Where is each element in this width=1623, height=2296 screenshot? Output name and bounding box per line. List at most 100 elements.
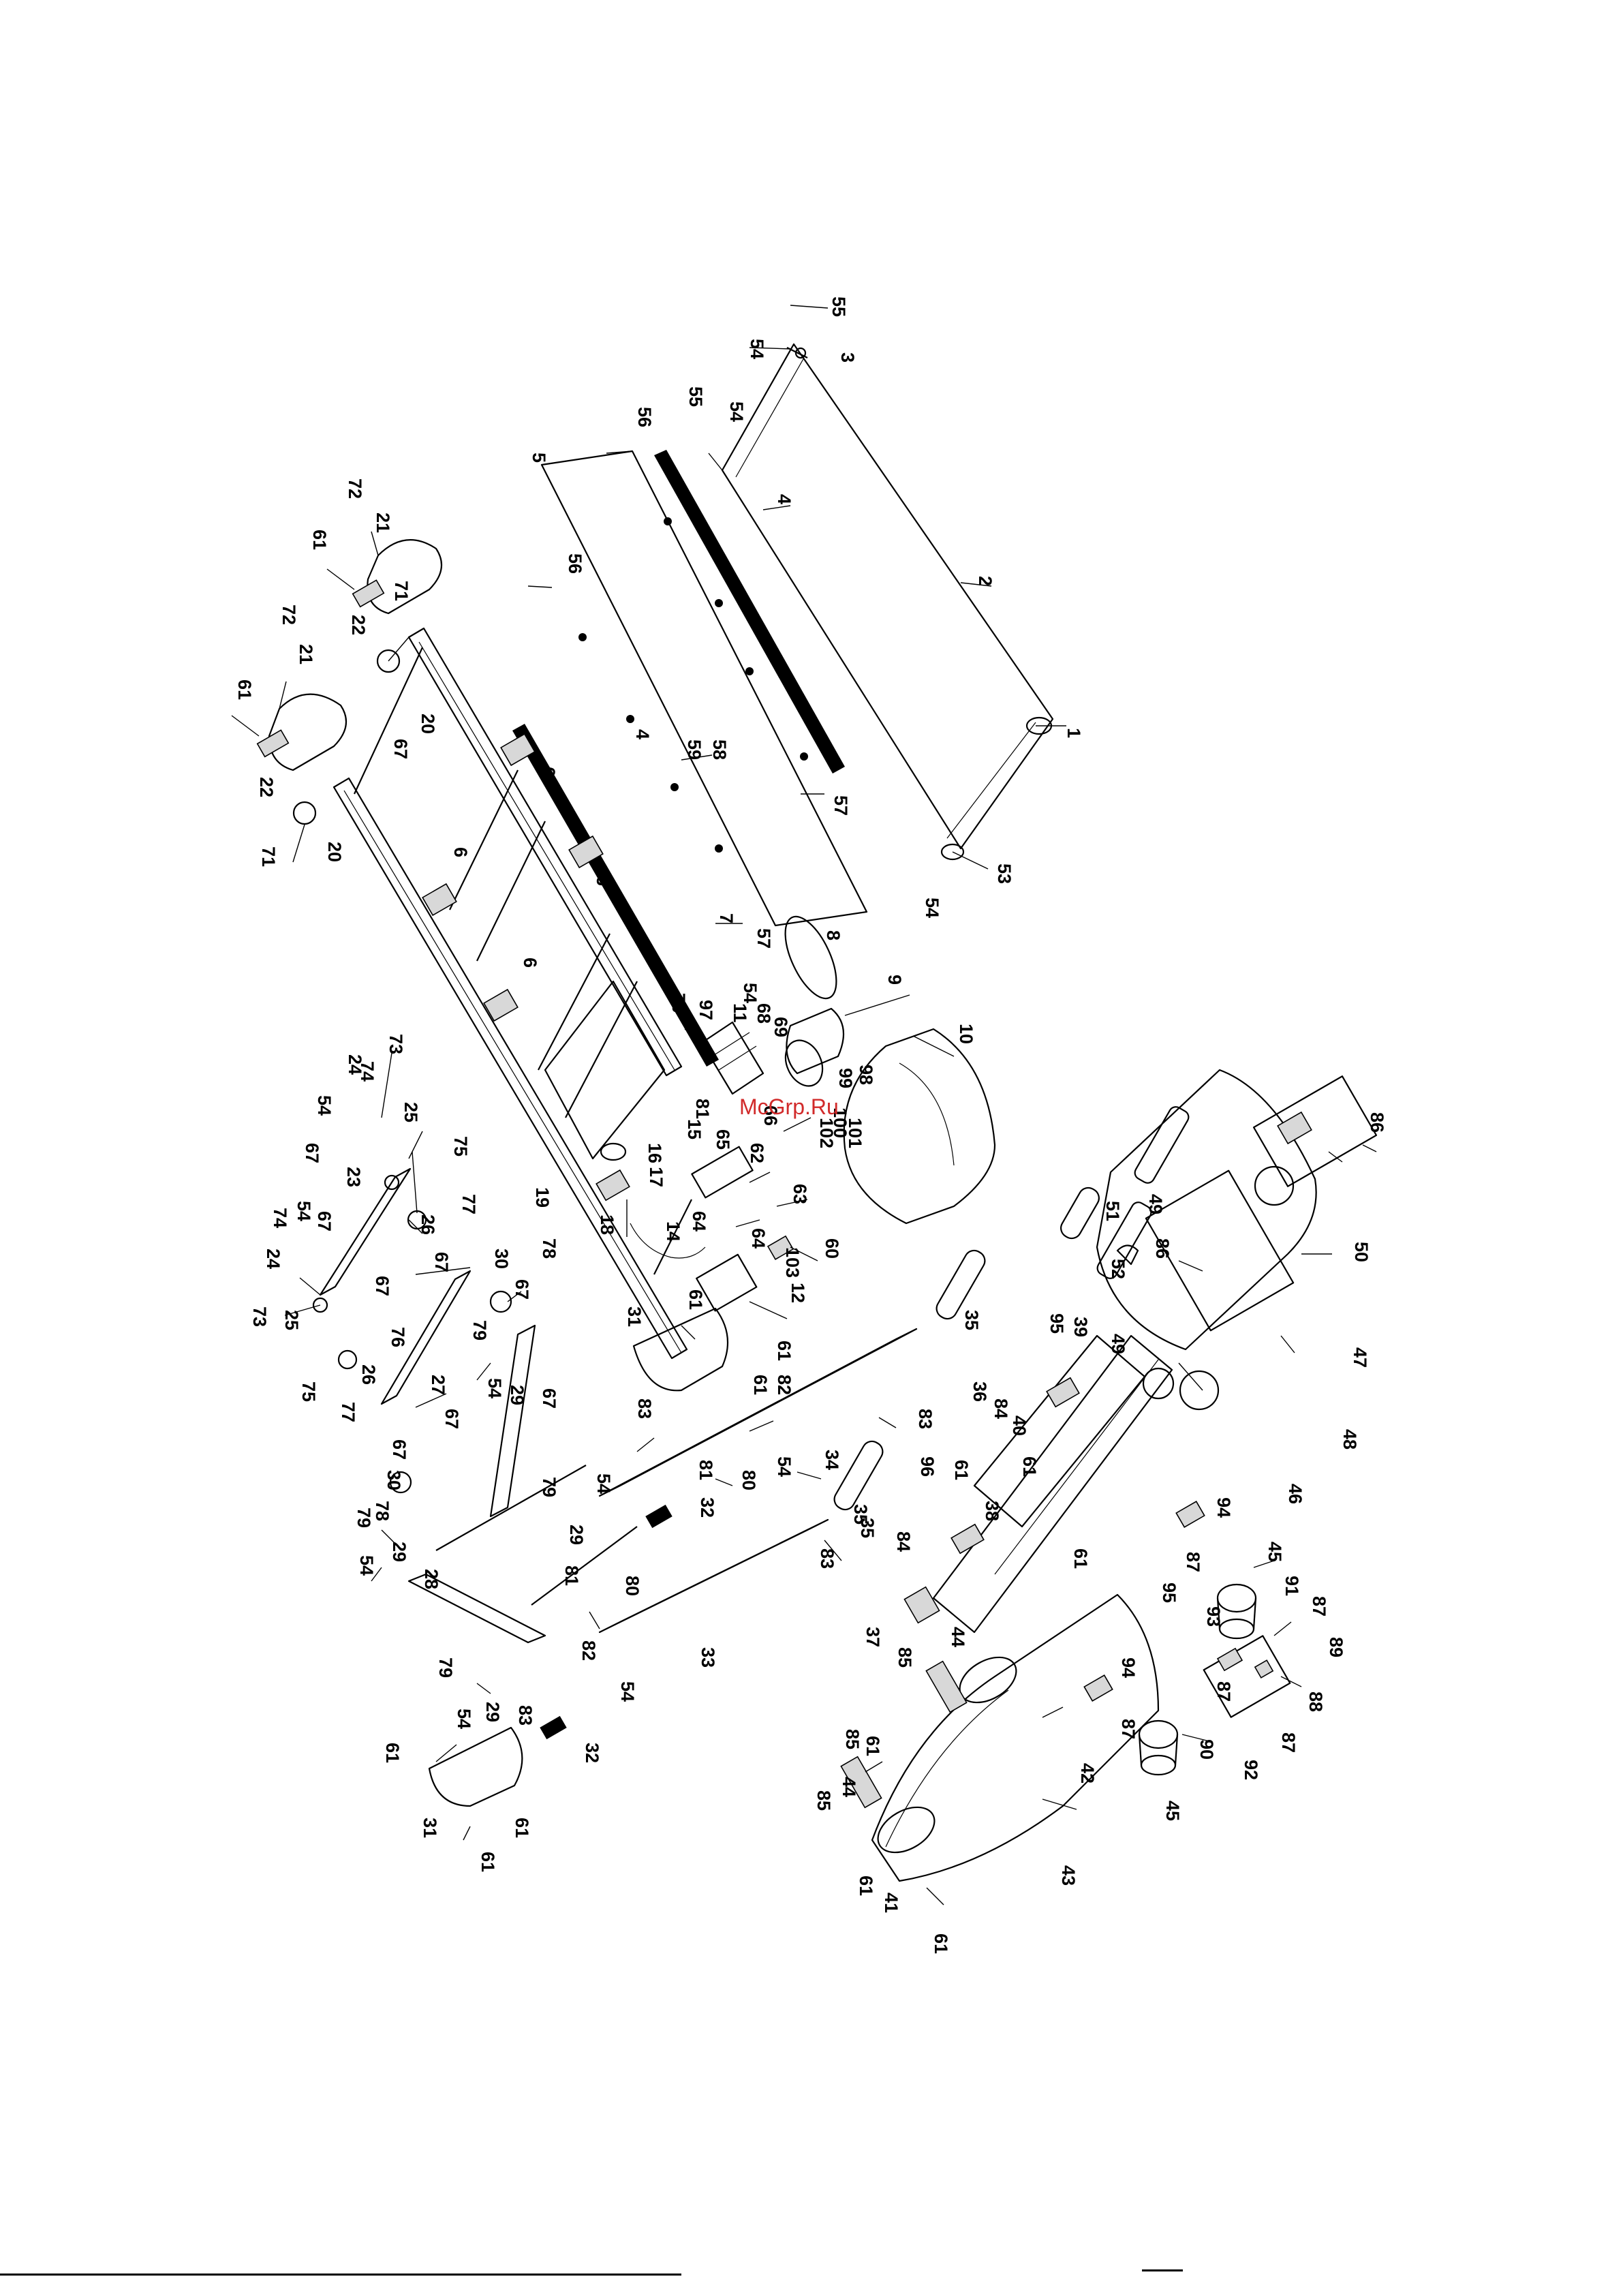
label-69: 69 <box>771 1017 791 1037</box>
footer-mark <box>1142 2269 1183 2271</box>
label-1: 1 <box>1064 728 1084 738</box>
label-89: 89 <box>1326 1637 1346 1657</box>
label-54: 54 <box>593 1473 614 1494</box>
label-77: 77 <box>459 1194 479 1214</box>
label-76: 76 <box>388 1327 408 1347</box>
label-10: 10 <box>956 1024 976 1044</box>
label-73: 73 <box>249 1306 270 1327</box>
label-75: 75 <box>298 1381 319 1402</box>
label-54: 54 <box>740 983 760 1003</box>
label-32: 32 <box>582 1743 602 1763</box>
base-frame <box>312 1167 918 1807</box>
label-54: 54 <box>356 1555 377 1576</box>
label-40: 40 <box>1009 1415 1030 1436</box>
label-85: 85 <box>814 1790 834 1811</box>
label-50: 50 <box>1351 1242 1372 1262</box>
label-93: 93 <box>1203 1606 1224 1627</box>
label-33: 33 <box>698 1647 718 1668</box>
label-34: 34 <box>822 1450 842 1470</box>
label-60: 60 <box>822 1238 842 1259</box>
label-44: 44 <box>948 1627 968 1647</box>
label-56: 56 <box>565 553 585 574</box>
label-66: 66 <box>760 1105 781 1126</box>
label-85: 85 <box>842 1729 863 1749</box>
label-54: 54 <box>294 1201 314 1221</box>
label-18: 18 <box>597 1214 617 1235</box>
label-62: 62 <box>747 1143 767 1163</box>
label-67: 67 <box>314 1211 335 1231</box>
label-53: 53 <box>994 863 1015 884</box>
label-37: 37 <box>863 1627 883 1647</box>
label-61: 61 <box>774 1341 794 1361</box>
label-25: 25 <box>281 1310 302 1330</box>
label-21: 21 <box>296 644 316 664</box>
label-56: 56 <box>634 407 655 427</box>
label-61: 61 <box>685 1289 706 1310</box>
label-54: 54 <box>314 1095 335 1116</box>
label-32: 32 <box>697 1497 717 1518</box>
label-49: 49 <box>1145 1194 1166 1214</box>
label-24: 24 <box>263 1249 283 1269</box>
label-35: 35 <box>857 1518 878 1538</box>
label-35: 35 <box>961 1310 982 1330</box>
label-87: 87 <box>1118 1719 1139 1739</box>
label-39: 39 <box>1070 1317 1091 1337</box>
label-30: 30 <box>491 1249 512 1269</box>
label-77: 77 <box>338 1402 358 1422</box>
motor-assembly <box>596 915 845 1312</box>
rear-end-caps <box>256 539 443 771</box>
label-79: 79 <box>354 1507 374 1528</box>
label-54: 54 <box>454 1709 474 1729</box>
label-61: 61 <box>951 1460 972 1480</box>
main-frame <box>292 627 692 1360</box>
label-61: 61 <box>309 530 330 550</box>
label-6: 6 <box>450 847 471 857</box>
label-86: 86 <box>1152 1238 1173 1259</box>
label-29: 29 <box>482 1702 503 1722</box>
label-75: 75 <box>450 1136 471 1157</box>
label-81: 81 <box>561 1565 582 1586</box>
label-48: 48 <box>1340 1429 1360 1450</box>
label-71: 71 <box>258 846 279 867</box>
label-49: 49 <box>1108 1334 1128 1354</box>
label-61: 61 <box>856 1876 876 1896</box>
label-80: 80 <box>622 1576 643 1596</box>
label-58: 58 <box>709 739 730 760</box>
label-2: 2 <box>975 576 995 586</box>
label-54: 54 <box>774 1456 794 1477</box>
label-19: 19 <box>532 1187 553 1208</box>
label-26: 26 <box>418 1214 438 1235</box>
label-83: 83 <box>634 1398 655 1419</box>
label-27: 27 <box>428 1375 448 1395</box>
label-98: 98 <box>856 1065 876 1085</box>
label-83: 83 <box>515 1705 536 1726</box>
label-30: 30 <box>384 1470 404 1490</box>
label-26: 26 <box>358 1364 379 1385</box>
label-25: 25 <box>401 1102 421 1122</box>
label-70: 70 <box>668 993 689 1013</box>
label-61: 61 <box>478 1852 498 1872</box>
label-67: 67 <box>539 1388 559 1409</box>
label-79: 79 <box>435 1657 456 1678</box>
label-61: 61 <box>1070 1548 1091 1569</box>
label-29: 29 <box>389 1542 409 1562</box>
label-29: 29 <box>566 1525 587 1545</box>
label-3: 3 <box>837 352 858 363</box>
motor-hood <box>843 1028 996 1225</box>
label-67: 67 <box>389 1439 409 1460</box>
label-29: 29 <box>507 1385 527 1405</box>
label-64: 64 <box>689 1211 709 1231</box>
leader-lines <box>231 305 1377 1905</box>
label-28: 28 <box>421 1569 442 1589</box>
label-63: 63 <box>790 1184 810 1204</box>
label-94: 94 <box>1214 1497 1234 1518</box>
label-22: 22 <box>348 615 369 635</box>
label-31: 31 <box>420 1818 440 1838</box>
label-41: 41 <box>881 1893 901 1913</box>
label-57: 57 <box>754 928 774 949</box>
label-92: 92 <box>1241 1760 1261 1780</box>
label-44: 44 <box>839 1777 859 1797</box>
label-74: 74 <box>270 1208 290 1228</box>
label-6: 6 <box>538 767 559 777</box>
label-61: 61 <box>863 1736 883 1756</box>
